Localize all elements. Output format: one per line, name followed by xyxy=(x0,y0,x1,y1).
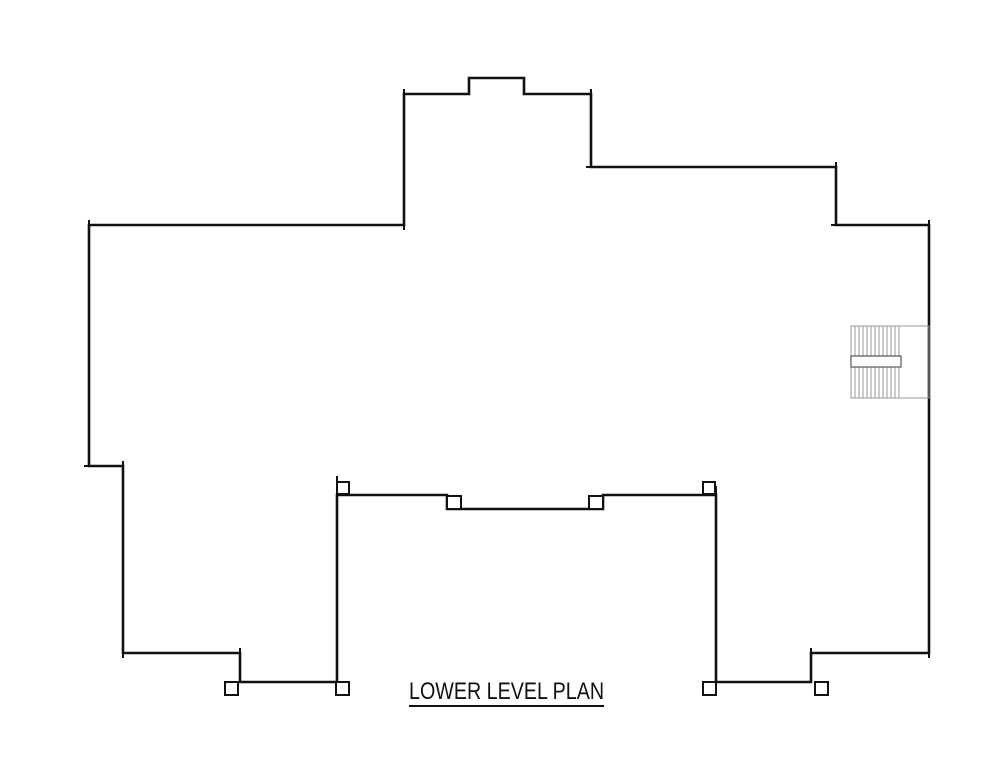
column xyxy=(588,495,604,510)
column xyxy=(336,481,350,495)
column xyxy=(335,681,350,696)
column xyxy=(446,495,462,510)
plan-title: LOWER LEVEL PLAN xyxy=(409,678,605,705)
outer-wall xyxy=(87,76,931,684)
column xyxy=(702,681,717,696)
staircase xyxy=(850,325,930,399)
corner-ticks xyxy=(84,89,930,658)
column xyxy=(224,681,239,696)
columns xyxy=(224,481,829,696)
column xyxy=(814,681,829,696)
stair-landing xyxy=(850,355,902,368)
column xyxy=(702,481,716,495)
